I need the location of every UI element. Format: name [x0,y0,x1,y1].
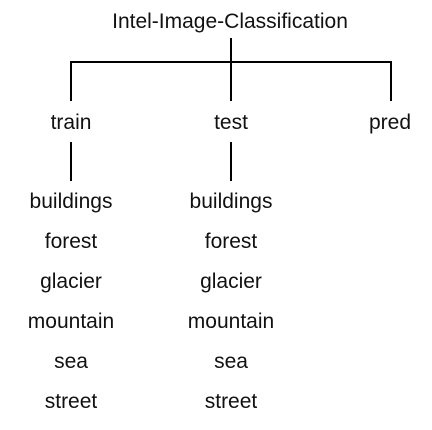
test-class-item: buildings [189,190,273,213]
node-test-label: test [214,111,248,134]
test-class-item: street [204,390,258,413]
node-train-label: train [50,111,92,134]
train-class-item: buildings [29,190,113,213]
train-class-item: forest [44,230,98,253]
train-class-item: glacier [40,270,102,293]
train-class-list: buildings forest glacier mountain sea st… [0,190,151,430]
train-class-item: sea [54,350,88,373]
test-class-item: sea [214,350,248,373]
root-node-label: Intel-Image-Classification [112,10,348,33]
test-class-item: glacier [200,270,262,293]
node-pred-label: pred [368,111,412,134]
train-class-item: street [44,390,98,413]
test-class-item: forest [204,230,258,253]
test-class-item: mountain [187,310,275,333]
test-class-list: buildings forest glacier mountain sea st… [151,190,311,430]
train-class-item: mountain [27,310,115,333]
